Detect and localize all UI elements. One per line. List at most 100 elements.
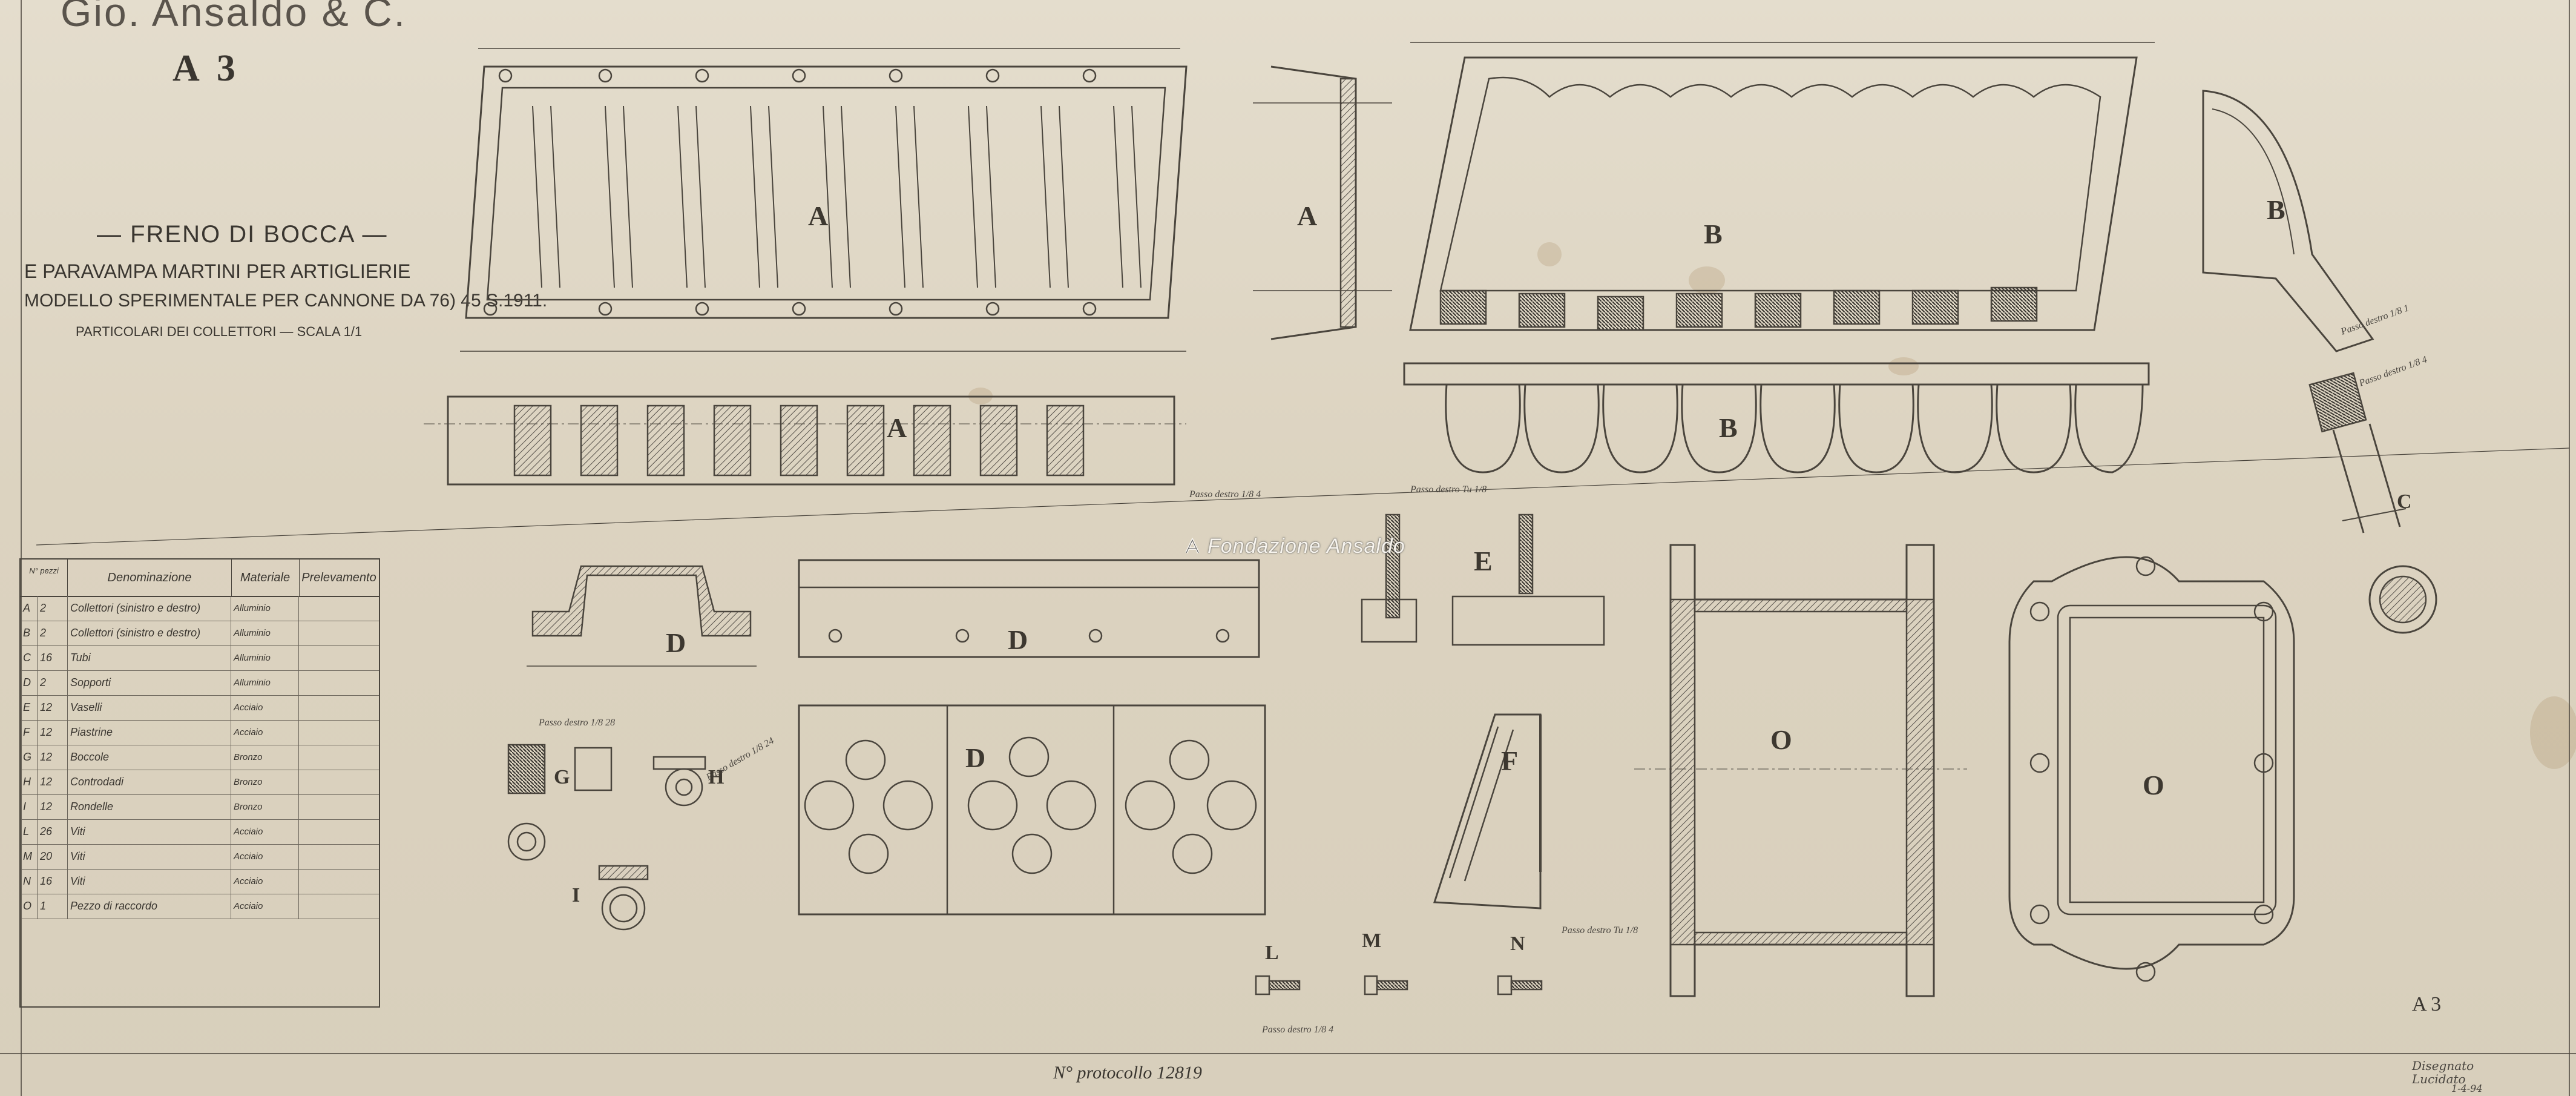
row-name: Piastrine — [68, 720, 231, 745]
part-h — [652, 756, 706, 807]
row-withdrawal — [299, 670, 379, 695]
row-label: A — [21, 596, 38, 621]
row-name: Viti — [68, 869, 231, 894]
thread-note: Passo destro Tu 1/8 — [1562, 925, 1638, 936]
label-i: I — [572, 884, 580, 906]
row-qty: 12 — [38, 720, 68, 745]
row-material: Bronzo fosforoso — [231, 794, 299, 819]
row-name: Boccole — [68, 745, 231, 770]
label-l: L — [1265, 942, 1279, 964]
row-qty: 16 — [38, 869, 68, 894]
signature-date: 1-4-94 — [2451, 1083, 2483, 1094]
label-e: E — [1474, 546, 1493, 576]
part-d-plan — [798, 704, 1266, 916]
signature-drawn: Disegnato — [2412, 1058, 2474, 1073]
label-o: O — [2143, 770, 2164, 801]
part-g — [507, 744, 613, 861]
parts-l-m-n — [1255, 975, 1543, 995]
label-a: A — [808, 200, 829, 231]
row-withdrawal — [299, 720, 379, 745]
label-d: D — [1008, 624, 1028, 655]
row-withdrawal — [299, 645, 379, 670]
row-label: D — [21, 670, 38, 695]
corner-sheet-code: A 3 — [2412, 993, 2442, 1015]
watermark-icon — [1185, 538, 1200, 553]
label-a: A — [887, 412, 907, 443]
part-a-side — [1253, 65, 1392, 340]
label-m: M — [1362, 929, 1382, 952]
row-label: B — [21, 621, 38, 645]
thread-note: Passo destro 1/8 4 — [1262, 1025, 1334, 1035]
sheet-code: A 3 — [172, 48, 240, 89]
row-name: Collettori (sinistro e destro) — [68, 596, 231, 621]
part-b-side — [2202, 90, 2374, 352]
row-material: Alluminio — [231, 645, 299, 670]
label-f: F — [1501, 745, 1519, 776]
row-material: Acciaio semiduro — [231, 720, 299, 745]
header-name: Denominazione — [68, 560, 232, 596]
row-material: Acciaio semiduro — [231, 695, 299, 720]
label-a: A — [1297, 200, 1318, 231]
drawing-scale: PARTICOLARI DEI COLLETTORI — SCALA 1/1 — [76, 324, 363, 339]
row-name: Viti — [68, 819, 231, 844]
label-d: D — [666, 627, 686, 658]
label-c: C — [2397, 490, 2412, 513]
row-name: Controdadi — [68, 770, 231, 794]
row-name: Tubi — [68, 645, 231, 670]
row-label: M — [21, 844, 38, 869]
part-d-elevation — [798, 559, 1260, 658]
row-label: F — [21, 720, 38, 745]
part-b-plan — [1409, 42, 2155, 331]
table-header: N° pezzi Denominazione Materiale Preleva… — [21, 560, 379, 597]
label-b: B — [2267, 194, 2285, 225]
row-label: H — [21, 770, 38, 794]
row-qty: 2 — [38, 596, 68, 621]
stain — [1689, 266, 1725, 294]
parts-table: N° pezzi Denominazione Materiale Preleva… — [19, 558, 380, 1008]
row-qty: 12 — [38, 745, 68, 770]
header-qty: N° pezzi — [21, 560, 68, 596]
part-o-plan — [2008, 556, 2295, 982]
part-o-elevation — [1634, 544, 1967, 997]
row-name: Rondelle — [68, 794, 231, 819]
part-e — [1361, 513, 1605, 646]
thread-note: Passo destro 1/8 28 — [539, 718, 616, 728]
row-label: O — [21, 894, 38, 919]
row-withdrawal — [299, 596, 379, 621]
row-material: Bronzo fosforoso — [231, 770, 299, 794]
row-withdrawal — [299, 844, 379, 869]
row-qty: 1 — [38, 894, 68, 919]
row-name: Collettori (sinistro e destro) — [68, 621, 231, 645]
row-material: Acciaio semiduro — [231, 819, 299, 844]
part-b-elevation — [1403, 362, 2150, 474]
drawing-title: — FRENO DI BOCCA — — [97, 221, 388, 248]
row-label: I — [21, 794, 38, 819]
row-withdrawal — [299, 745, 379, 770]
row-label: E — [21, 695, 38, 720]
row-material: Bronzo fosforoso — [231, 745, 299, 770]
row-qty: 2 — [38, 621, 68, 645]
label-b: B — [1719, 412, 1738, 443]
part-f — [1433, 713, 1542, 909]
row-qty: 16 — [38, 645, 68, 670]
row-label: L — [21, 819, 38, 844]
row-qty: 20 — [38, 844, 68, 869]
row-name: Vaselli — [68, 695, 231, 720]
label-h: H — [708, 766, 724, 788]
signature-traced: Lucidato — [2412, 1072, 2466, 1086]
row-material: Alluminio — [231, 670, 299, 695]
row-label: N — [21, 869, 38, 894]
row-qty: 12 — [38, 770, 68, 794]
row-withdrawal — [299, 894, 379, 919]
part-i — [598, 865, 649, 931]
part-c — [2308, 372, 2437, 634]
row-label: C — [21, 645, 38, 670]
